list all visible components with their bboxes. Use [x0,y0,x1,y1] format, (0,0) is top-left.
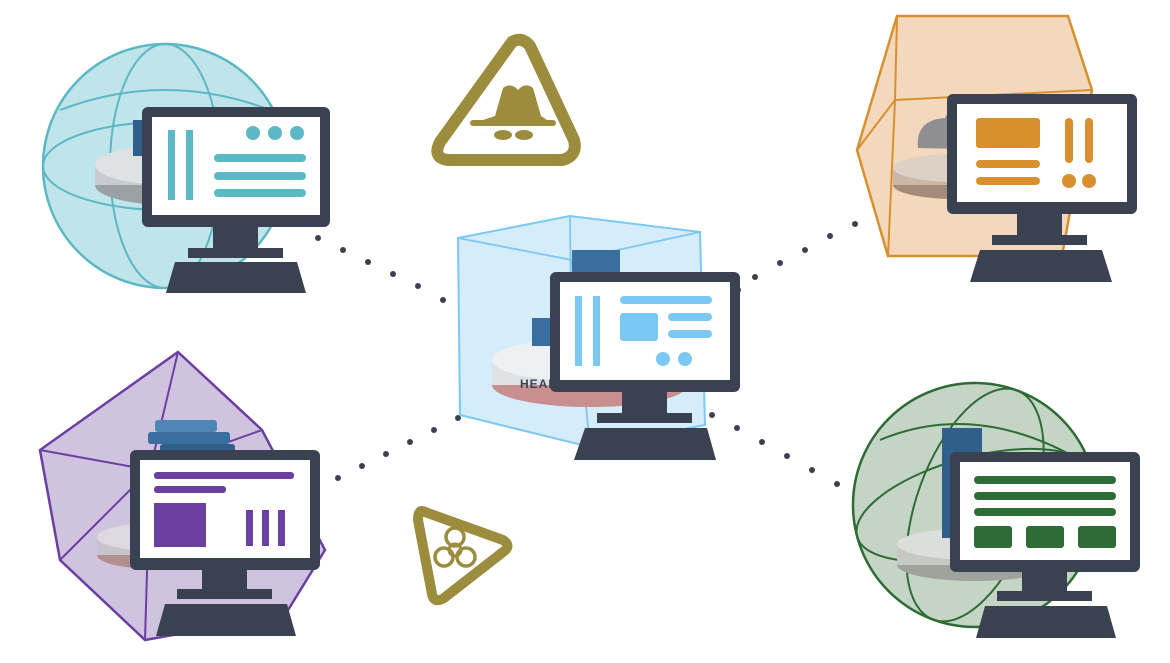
node-purple [38,350,327,642]
monitor [142,107,330,293]
node-orange [855,14,1137,282]
keyboard [166,262,306,293]
monitor [947,94,1137,282]
monitor [550,272,740,460]
node-hub: HEADQUART [456,214,740,460]
keyboard [156,604,296,636]
books-icon [148,420,235,454]
node-green [851,381,1140,638]
monitor [950,452,1140,638]
spy-warning-icon [431,33,581,166]
node-teal [41,42,330,293]
keyboard [970,250,1112,282]
keyboard [574,428,716,460]
connector-teal [315,235,471,315]
biohazard-warning-icon [413,506,513,606]
building-icon [532,318,554,346]
monitor [130,450,320,636]
connector-purple [335,415,461,481]
keyboard [976,606,1116,638]
